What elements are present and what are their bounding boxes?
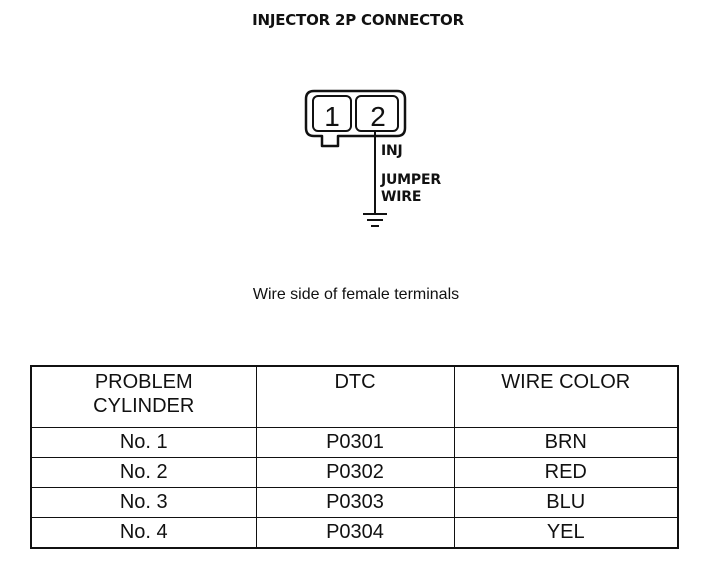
- cell-wire-color: YEL: [453, 517, 679, 549]
- cell-dtc: P0304: [255, 517, 455, 549]
- header-cylinder-line2: CYLINDER: [93, 395, 195, 417]
- cell-cylinder: No. 1: [30, 427, 257, 458]
- cell-wire-color: BRN: [453, 427, 679, 458]
- terminal-2-cavity: [355, 95, 399, 132]
- header-cylinder-line1: PROBLEM: [94, 371, 193, 393]
- header-wire-color: WIRE COLOR: [453, 365, 679, 428]
- cell-dtc: P0302: [255, 457, 455, 488]
- jumper-label-line2: WIRE: [381, 189, 422, 205]
- diagram-title: INJECTOR 2P CONNECTOR: [252, 11, 464, 29]
- view-caption: Wire side of female terminals: [252, 286, 460, 303]
- connector-diagram: 1 2: [304, 89, 407, 227]
- header-problem-cylinder: PROBLEM CYLINDER: [30, 365, 257, 428]
- cell-cylinder: No. 2: [30, 457, 257, 488]
- table-row: No. 2 P0302 RED: [30, 457, 679, 488]
- ground-icon: [363, 213, 387, 227]
- terminal-1-cavity: [312, 95, 352, 132]
- cell-dtc: P0301: [255, 427, 455, 458]
- cell-wire-color: BLU: [453, 487, 679, 518]
- jumper-label-line1: JUMPER: [381, 172, 441, 188]
- cell-cylinder: No. 3: [30, 487, 257, 518]
- header-dtc: DTC: [255, 365, 455, 428]
- inj-label: INJ: [381, 143, 403, 159]
- table-row: No. 4 P0304 YEL: [30, 517, 679, 549]
- connector-body: [304, 89, 407, 148]
- terminal-2-number: 2: [370, 101, 386, 132]
- cell-cylinder: No. 4: [30, 517, 257, 549]
- cell-wire-color: RED: [453, 457, 679, 488]
- cell-dtc: P0303: [255, 487, 455, 518]
- table-row: No. 3 P0303 BLU: [30, 487, 679, 518]
- table-header-row: PROBLEM CYLINDER DTC WIRE COLOR: [30, 365, 679, 428]
- table-row: No. 1 P0301 BRN: [30, 427, 679, 458]
- jumper-wire-label: JUMPER WIRE: [381, 172, 441, 206]
- dtc-table: PROBLEM CYLINDER DTC WIRE COLOR No. 1 P0…: [30, 365, 679, 549]
- terminal-1-number: 1: [324, 101, 340, 132]
